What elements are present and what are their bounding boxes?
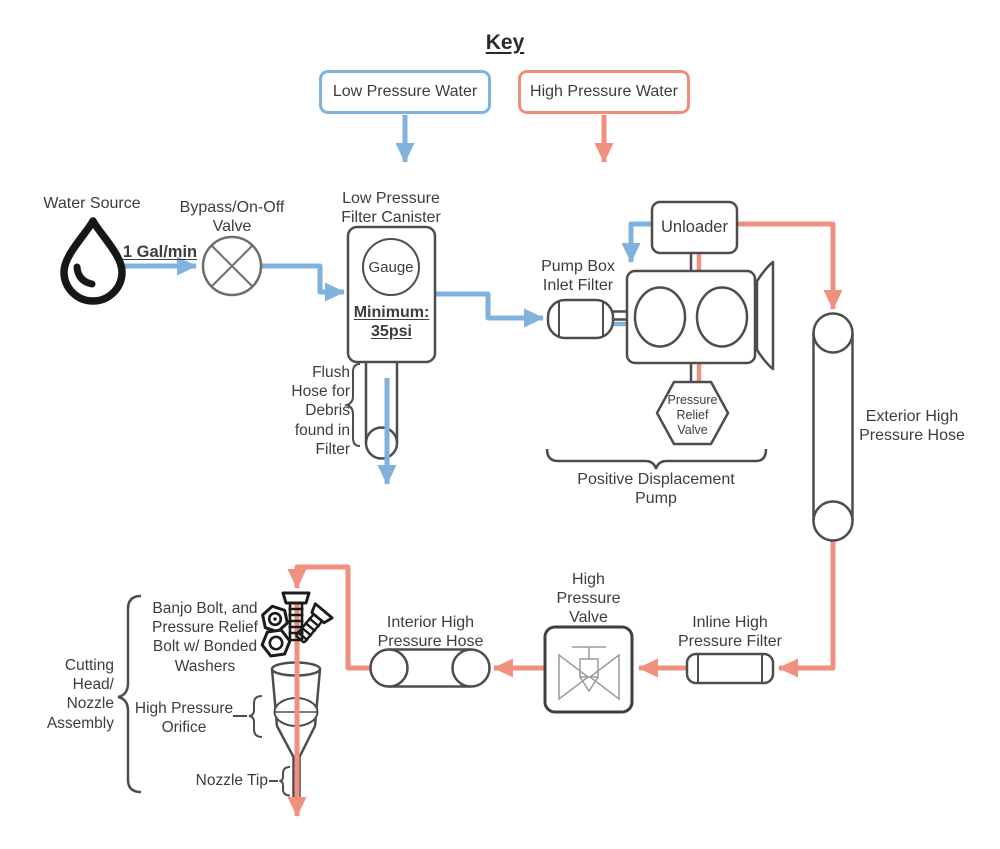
bypass-valve-label: Bypass/On-Off Valve — [179, 199, 285, 235]
key-high-pressure-label: High Pressure Water — [530, 83, 678, 100]
pump-group-brace — [545, 448, 768, 470]
exterior-hose-label: Exterior High Pressure Hose — [859, 408, 965, 444]
flow-interior-hose-to-cutting-head — [287, 564, 372, 671]
cutting-head-label: Cutting Head/ Nozzle Assembly — [46, 657, 114, 732]
hex-nut-icon — [260, 628, 292, 658]
orifice-label: High Pressure Orifice — [134, 700, 234, 737]
key-low-pressure-box: Low Pressure Water — [319, 70, 491, 114]
flush-hose-brace — [343, 363, 361, 447]
flow-canister-to-inlet-filter — [436, 291, 545, 328]
pump-fin-shape — [755, 260, 775, 371]
inline-filter-shape — [685, 652, 775, 685]
water-drop-icon — [60, 217, 126, 305]
filter-canister-label: Low Pressure Filter Canister — [341, 190, 441, 226]
pump-inlet-filter-shape — [546, 298, 629, 340]
gauge-label: Gauge — [368, 259, 414, 276]
exterior-hose-shape — [812, 312, 854, 542]
orifice-brace — [233, 695, 263, 738]
key-title: Key — [485, 31, 525, 54]
pump-cylinder-right — [695, 286, 749, 348]
unloader-label: Unloader — [661, 217, 728, 236]
pressure-relief-bolt-icon — [294, 602, 334, 644]
positive-displacement-pump-label: Positive Displacement Pump — [577, 471, 735, 507]
pressure-relief-valve-label: Pressure Relief Valve — [667, 393, 718, 437]
flow-unloader-to-exterior-hose — [738, 221, 843, 311]
flow-rate-label: 1 Gal/min — [122, 243, 198, 261]
flow-unloader-to-pump — [621, 221, 651, 264]
flow-hose-to-inline-filter — [777, 540, 836, 678]
key-low-pressure-label: Low Pressure Water — [332, 83, 478, 100]
interior-hose-label: Interior High Pressure Hose — [377, 614, 484, 650]
positive-displacement-pump-shape — [625, 260, 775, 371]
inline-filter-label: Inline High Pressure Filter — [677, 614, 783, 650]
pressure-relief-valve-shape — [655, 380, 730, 446]
flush-hose-label: Flush Hose for Debris found in Filter — [291, 364, 350, 458]
flow-valve-to-canister — [261, 263, 346, 302]
banjo-bolt-label: Banjo Bolt, and Pressure Relief Bolt w/ … — [152, 600, 258, 675]
unloader-shape — [650, 200, 739, 255]
banjo-bolt-icon — [260, 591, 334, 658]
gauge-dial-icon — [362, 238, 420, 296]
interior-hose-shape — [369, 648, 491, 688]
hp-valve-shape — [543, 625, 634, 714]
bypass-valve-icon — [201, 235, 263, 297]
high-pressure-valve-label: High Pressure Valve — [556, 571, 621, 626]
key-high-pressure-box: High Pressure Water — [518, 70, 690, 114]
pump-inlet-filter-label: Pump Box Inlet Filter — [541, 258, 615, 294]
nozzle-tip-label: Nozzle Tip — [195, 772, 268, 789]
flush-hose-shape — [364, 362, 399, 460]
filter-canister-shape — [346, 225, 437, 364]
nozzle-tip-brace — [269, 766, 291, 797]
cutting-head-brace — [117, 594, 142, 794]
water-source-label: Water Source — [43, 195, 141, 212]
valve-symbol-icon — [558, 646, 620, 701]
pump-cylinder-left — [633, 286, 687, 348]
minimum-psi-label: Minimum: 35psi — [353, 304, 430, 340]
